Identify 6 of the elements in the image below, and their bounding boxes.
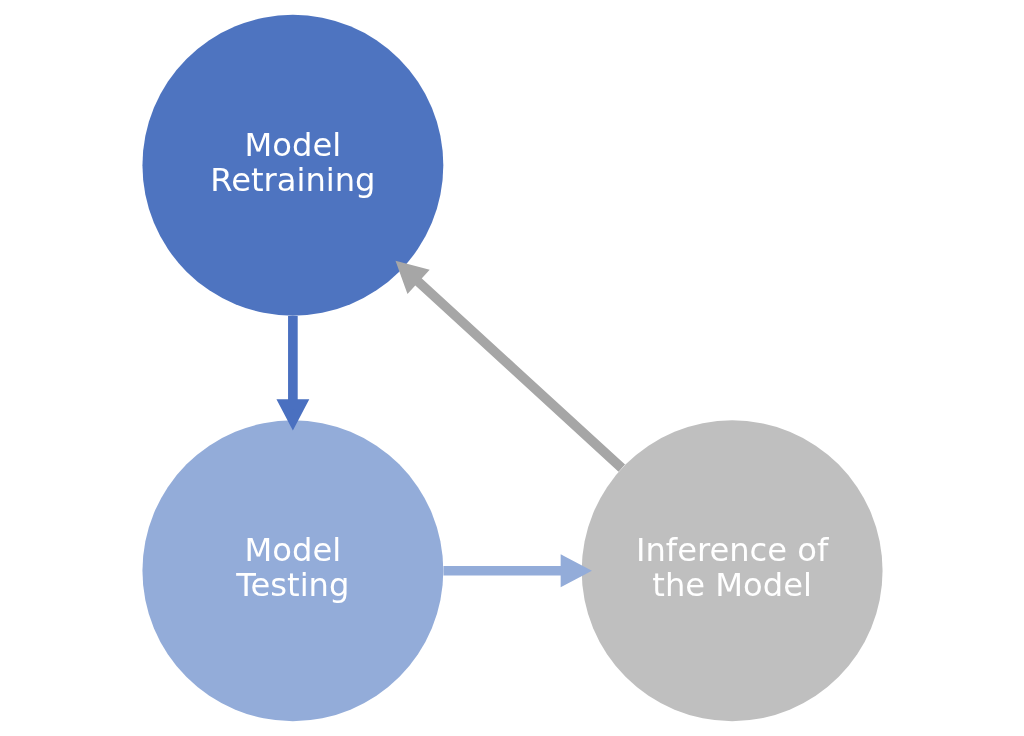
node-circle: Model Retraining xyxy=(141,14,443,316)
node-circle: Inference of the Model xyxy=(581,420,883,722)
arrow xyxy=(275,316,309,431)
node-circle: Model Testing xyxy=(141,420,443,722)
arrow xyxy=(395,260,625,472)
arrow xyxy=(442,554,592,588)
